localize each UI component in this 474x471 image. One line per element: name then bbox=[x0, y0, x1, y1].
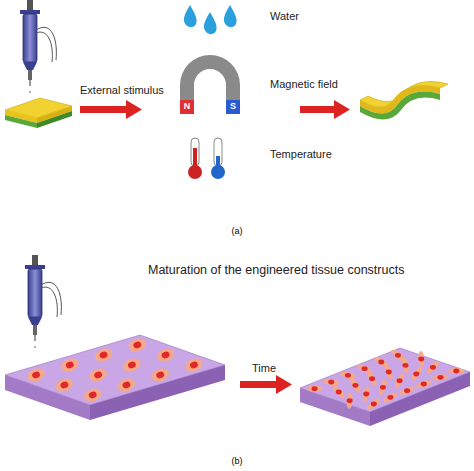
cell bbox=[132, 341, 142, 350]
cell bbox=[127, 361, 137, 370]
cell bbox=[99, 351, 109, 360]
cell bbox=[378, 360, 384, 365]
syringe bbox=[25, 255, 61, 348]
water-drops bbox=[184, 5, 237, 34]
tissue-slab bbox=[300, 348, 470, 426]
label: Water bbox=[270, 10, 299, 23]
cell bbox=[409, 366, 423, 382]
cell bbox=[88, 366, 109, 383]
cell bbox=[448, 368, 464, 374]
cell bbox=[347, 398, 353, 403]
cell bbox=[404, 388, 410, 393]
label: External stimulus bbox=[80, 84, 164, 97]
cell bbox=[65, 361, 75, 370]
label: N bbox=[184, 101, 191, 112]
thermometers bbox=[188, 138, 225, 179]
cell bbox=[331, 384, 346, 400]
cell bbox=[382, 391, 399, 404]
cell bbox=[121, 356, 142, 373]
cell bbox=[59, 356, 80, 373]
cell bbox=[328, 380, 334, 385]
cell bbox=[418, 351, 425, 367]
cell bbox=[82, 386, 103, 403]
arrow bbox=[80, 100, 142, 119]
cell bbox=[26, 366, 47, 383]
cell bbox=[60, 381, 70, 390]
cell bbox=[418, 357, 424, 362]
label: (a) bbox=[232, 226, 243, 237]
cell bbox=[395, 353, 401, 358]
cell bbox=[122, 381, 132, 390]
magnet bbox=[180, 55, 240, 114]
cell bbox=[393, 372, 406, 389]
cell bbox=[425, 359, 440, 375]
cell bbox=[363, 392, 369, 397]
cell bbox=[386, 370, 392, 375]
cell bbox=[362, 366, 368, 371]
cell bbox=[399, 385, 416, 397]
cell bbox=[362, 386, 371, 403]
label: Maturation of the engineered tissue cons… bbox=[148, 263, 404, 278]
cell bbox=[402, 363, 408, 368]
cell bbox=[312, 386, 318, 391]
arrow bbox=[240, 375, 292, 394]
cell bbox=[356, 363, 373, 375]
cell bbox=[413, 372, 419, 377]
label: Temperature bbox=[270, 148, 332, 161]
syringe bbox=[20, 0, 56, 93]
cell bbox=[346, 392, 353, 408]
cell bbox=[397, 378, 403, 383]
cell bbox=[430, 365, 436, 370]
cell bbox=[307, 386, 323, 392]
cell bbox=[366, 397, 382, 412]
cell bbox=[189, 361, 199, 370]
cell bbox=[348, 377, 362, 394]
cell bbox=[155, 346, 176, 363]
cell bbox=[373, 355, 390, 369]
curved-bilayer bbox=[360, 82, 448, 120]
cell bbox=[127, 336, 148, 353]
label: Magnetic field bbox=[270, 78, 338, 91]
cell bbox=[150, 366, 171, 383]
cell bbox=[345, 373, 351, 378]
cell bbox=[437, 375, 443, 380]
cell bbox=[352, 383, 358, 388]
label: S bbox=[230, 101, 236, 112]
cell bbox=[377, 379, 388, 396]
cell bbox=[371, 402, 377, 407]
arrow bbox=[300, 100, 350, 119]
cell bbox=[336, 390, 342, 395]
cell bbox=[339, 370, 356, 380]
cells bbox=[26, 336, 465, 411]
label: (b) bbox=[232, 456, 243, 467]
cell bbox=[390, 348, 406, 363]
cell bbox=[183, 356, 204, 373]
label: Time bbox=[252, 362, 276, 375]
cell bbox=[31, 371, 41, 380]
cell bbox=[93, 371, 103, 380]
flat-bilayer bbox=[5, 98, 72, 128]
cell bbox=[323, 378, 340, 386]
cell bbox=[54, 376, 75, 393]
cell bbox=[116, 376, 137, 393]
cell bbox=[432, 373, 449, 381]
tissue-slab bbox=[5, 335, 225, 420]
cell bbox=[93, 346, 114, 363]
cell bbox=[421, 382, 427, 387]
cell bbox=[155, 371, 165, 380]
cell bbox=[380, 385, 386, 390]
cell bbox=[415, 379, 432, 389]
cell bbox=[161, 351, 171, 360]
cell bbox=[88, 391, 98, 400]
cell bbox=[453, 369, 459, 374]
cell bbox=[369, 376, 375, 381]
cell bbox=[387, 395, 393, 400]
